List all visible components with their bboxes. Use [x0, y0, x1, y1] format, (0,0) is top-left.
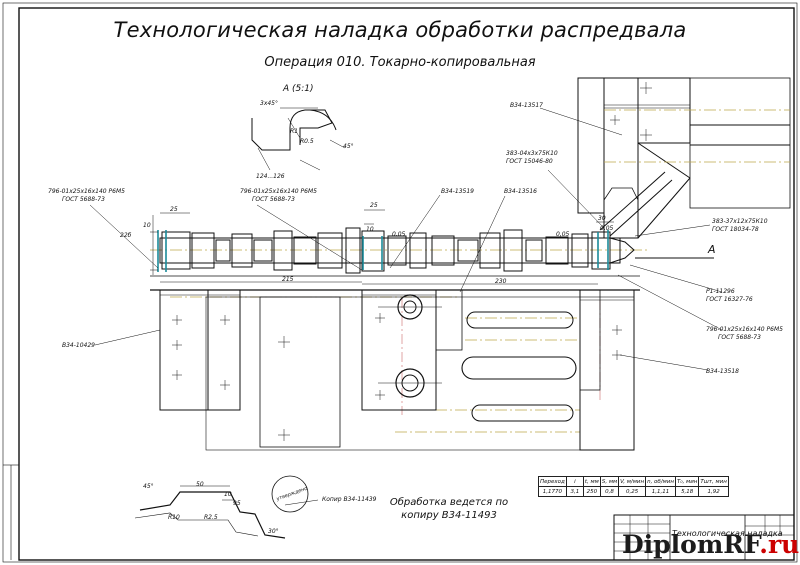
dim-215: 215	[282, 276, 294, 283]
dim-226: 22б	[120, 232, 132, 239]
drawing-subtitle: Операция 010. Токарно-копировальная	[264, 55, 536, 70]
table-header-cell: t, мм	[582, 476, 601, 487]
dim-230: 230	[495, 278, 507, 285]
table-cell: 1,1,11	[645, 486, 676, 497]
label-cutter-left: 796-01х25х16х140 Р6М5	[48, 188, 125, 195]
machine-base	[150, 82, 652, 451]
table-cell: 3,1	[565, 486, 584, 497]
dim-005-mid: 0,05	[392, 231, 406, 238]
copier-label: Копир В34-11439	[322, 496, 377, 503]
label-gost-left: ГОСТ 5688-73	[62, 196, 105, 203]
table-header-cell: S, мм	[599, 476, 620, 487]
cutting-parameters-table: Переход i t, мм S, мм V, м/мин n, об/мин…	[538, 476, 729, 497]
label-b34-13519: В34-13519	[441, 188, 475, 195]
profile-dim-50: 50	[196, 481, 204, 488]
table-cell: 0,25	[618, 486, 647, 497]
detail-dim-r05: R0.5	[300, 138, 314, 145]
detail-view-label: А (5:1)	[283, 84, 314, 94]
label-gost-top: ГОСТ 5688-73	[252, 196, 295, 203]
detail-dim-chamfer: 3х45°	[260, 100, 279, 107]
label-b34-13517: В34-13517	[510, 102, 544, 109]
label-b34-13518: В34-13518	[706, 368, 740, 375]
table-header-cell: V, м/мин	[618, 476, 647, 487]
table-header-cell: Tшт, мин	[698, 476, 729, 487]
label-p1-11296: Р1-11296	[706, 288, 735, 295]
dim-25-left: 25	[170, 206, 178, 213]
cutting-tools	[157, 230, 609, 272]
label-b34-13516: В34-13516	[504, 188, 538, 195]
profile-dim-10: 10	[224, 491, 232, 498]
dim-10-mid: 10	[366, 226, 374, 233]
table-header-cell: i	[565, 476, 584, 487]
stamp-title: Технологическая наладка	[672, 529, 783, 538]
dim-005-tool: 0,05	[600, 225, 614, 232]
dim-005-right: 0,05	[556, 231, 570, 238]
table-row: 1,1770 3,1 250 0,8 0,25 1,1,11 5,18 1,92	[538, 486, 729, 497]
profile-dim-95: 95	[233, 500, 241, 507]
profile-r10: R10	[168, 514, 180, 521]
label-gost-383-37: ГОСТ 18034-78	[712, 226, 759, 233]
table-cell: 250	[582, 486, 601, 497]
watermark-tld: .ru	[759, 530, 800, 559]
spindle-housing	[577, 77, 791, 239]
dim-25-mid: 25	[370, 202, 378, 209]
label-gost-p1: ГОСТ 16327-76	[706, 296, 753, 303]
camshaft	[159, 227, 635, 274]
watermark-logo: DiplomRF.ru	[622, 530, 799, 559]
inner-frame	[18, 7, 795, 561]
label-383-04: 383-04х3х75К10	[506, 150, 558, 157]
view-marker: А	[708, 243, 716, 256]
label-gost-right: ГОСТ 5688-73	[718, 334, 761, 341]
detail-a	[251, 107, 346, 171]
table-header-row: Переход i t, мм S, мм V, м/мин n, об/мин…	[538, 476, 729, 487]
watermark-main: DiplomRF	[622, 530, 760, 559]
title-block	[613, 514, 795, 561]
profile-angle-45: 45°	[143, 483, 154, 490]
label-b34-10429: В34-10429	[62, 342, 96, 349]
dim-30: 30	[598, 215, 606, 222]
processing-note: Обработка ведется по копиру В34-11493	[384, 496, 514, 522]
table-cell: 0,8	[599, 486, 620, 497]
table-header-cell: T₀, мин	[674, 476, 700, 487]
table-cell: 1,92	[698, 486, 729, 497]
label-gost-383: ГОСТ 15046-80	[506, 158, 553, 165]
label-383-37: 383-37х12х75К10	[712, 218, 768, 225]
table-header-cell: Переход	[538, 476, 567, 487]
drawing-title: Технологическая наладка обработки распре…	[113, 18, 687, 42]
table-cell: 5,18	[674, 486, 700, 497]
copier-profile	[134, 475, 319, 539]
label-cutter-right: 796-01х25х16х140 Р6М5	[706, 326, 783, 333]
table-header-cell: n, об/мин	[645, 476, 676, 487]
profile-r25: R2.5	[204, 514, 218, 521]
processing-note-line-2: копиру В34-11493	[401, 510, 497, 521]
detail-dim-124: 124...126	[256, 173, 285, 180]
profile-angle-30: 30°	[268, 528, 279, 535]
detail-dim-r1: R1	[290, 128, 298, 135]
processing-note-line-1: Обработка ведется по	[389, 497, 509, 508]
label-cutter-top: 796-01х25х16х140 Р6М5	[240, 188, 317, 195]
detail-dim-45: 45°	[343, 143, 354, 150]
dim-10-left: 10	[143, 222, 151, 229]
table-cell: 1,1770	[538, 486, 567, 497]
